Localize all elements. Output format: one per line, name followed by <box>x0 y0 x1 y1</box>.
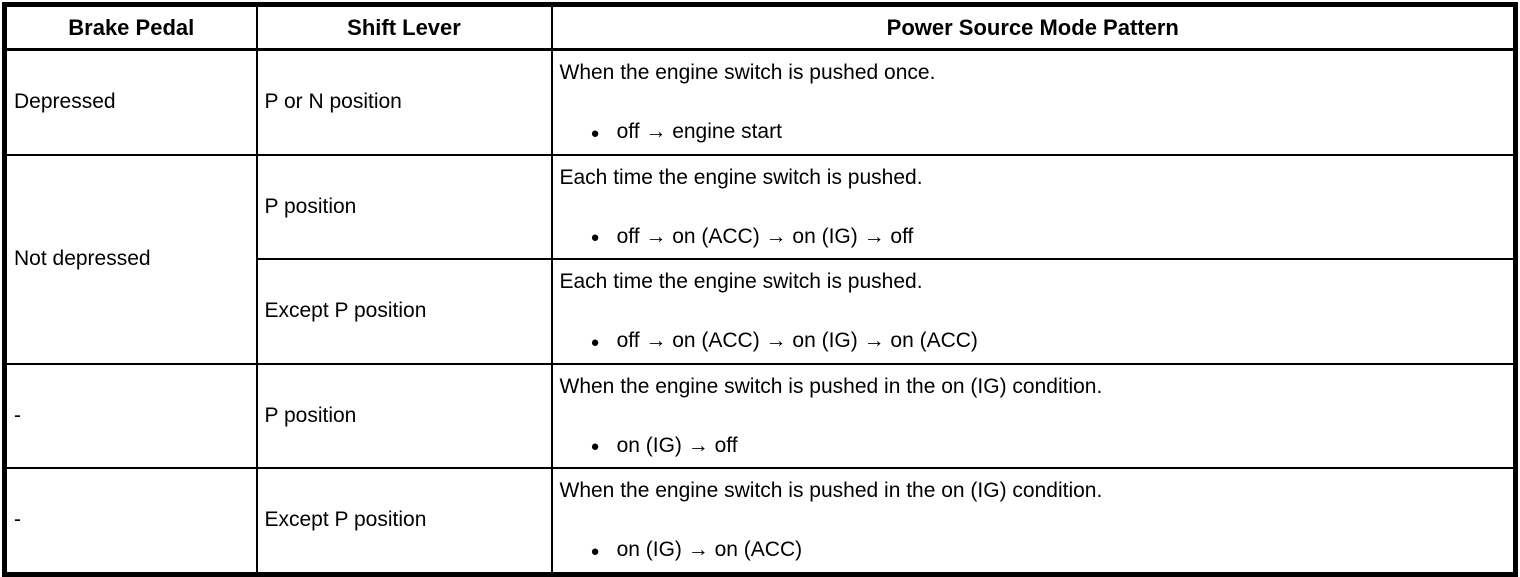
pattern-description: Each time the engine switch is pushed. <box>559 165 923 189</box>
pattern-content: Each time the engine switch is pushed. ●… <box>553 260 1514 363</box>
bullet-icon: ● <box>590 333 600 351</box>
bullet-icon: ● <box>590 438 600 456</box>
sequence-text: off → engine start <box>616 120 782 144</box>
pattern-sequence: ● off → engine start <box>560 119 1506 145</box>
pattern-sequence: ● off → on (ACC) → on (IG) → on (ACC) <box>560 328 1506 354</box>
pattern-cell: Each time the engine switch is pushed. ●… <box>550 258 1517 365</box>
column-header-power-source-mode-pattern: Power Source Mode Pattern <box>550 3 1517 51</box>
table-row: Except P position Each time the engine s… <box>5 258 1517 365</box>
column-header-shift-lever: Shift Lever <box>255 3 553 51</box>
shift-lever-cell: P position <box>255 362 553 469</box>
table-row: Not depressed P position Each time the e… <box>3 153 1517 365</box>
bullet-icon: ● <box>590 124 600 142</box>
pattern-cell: When the engine switch is pushed in the … <box>550 467 1517 575</box>
pattern-content: When the engine switch is pushed in the … <box>553 365 1514 468</box>
pattern-description: When the engine switch is pushed in the … <box>559 479 1103 502</box>
sequence-text: on (IG) → on (ACC) <box>616 538 803 562</box>
pattern-content: When the engine switch is pushed once. ●… <box>553 51 1514 154</box>
brake-pedal-cell: Depressed <box>3 48 258 156</box>
brake-pedal-cell: - <box>3 362 258 469</box>
pattern-description: When the engine switch is pushed in the … <box>559 374 1103 398</box>
table-row: - P position When the engine switch is p… <box>3 362 1517 469</box>
pattern-cell: When the engine switch is pushed in the … <box>550 362 1517 469</box>
pattern-sequence: ● on (IG) → on (ACC) <box>560 537 1506 563</box>
brake-pedal-cell: Not depressed <box>3 153 258 365</box>
column-header-brake-pedal: Brake Pedal <box>3 3 258 51</box>
shift-lever-cell: P position <box>255 153 553 260</box>
pattern-sequence: ● off → on (ACC) → on (IG) → off <box>560 224 1506 250</box>
shift-lever-cell: Except P position <box>255 467 553 575</box>
shift-lever-cell: Except P position <box>255 258 553 365</box>
sequence-text: off → on (ACC) → on (IG) → on (ACC) <box>616 329 978 353</box>
bullet-icon: ● <box>590 229 600 247</box>
pattern-content: When the engine switch is pushed in the … <box>553 469 1514 572</box>
table-row: - Except P position When the engine swit… <box>3 467 1517 575</box>
shift-lever-cell: P or N position <box>255 48 553 156</box>
pattern-description: Each time the engine switch is pushed. <box>559 270 923 293</box>
brake-pedal-cell: - <box>3 467 258 575</box>
sequence-text: off → on (ACC) → on (IG) → off <box>616 224 914 248</box>
pattern-sequence: ● on (IG) → off <box>560 433 1506 459</box>
bullet-icon: ● <box>590 542 600 560</box>
pattern-description: When the engine switch is pushed once. <box>559 61 936 84</box>
table-row: Depressed P or N position When the engin… <box>3 48 1517 156</box>
sequence-text: on (IG) → off <box>616 433 738 457</box>
pattern-content: Each time the engine switch is pushed. ●… <box>553 156 1514 259</box>
header-row: Brake Pedal Shift Lever Power Source Mod… <box>3 3 1517 51</box>
pattern-cell: Each time the engine switch is pushed. ●… <box>550 153 1517 260</box>
pattern-cell: When the engine switch is pushed once. ●… <box>550 48 1517 156</box>
